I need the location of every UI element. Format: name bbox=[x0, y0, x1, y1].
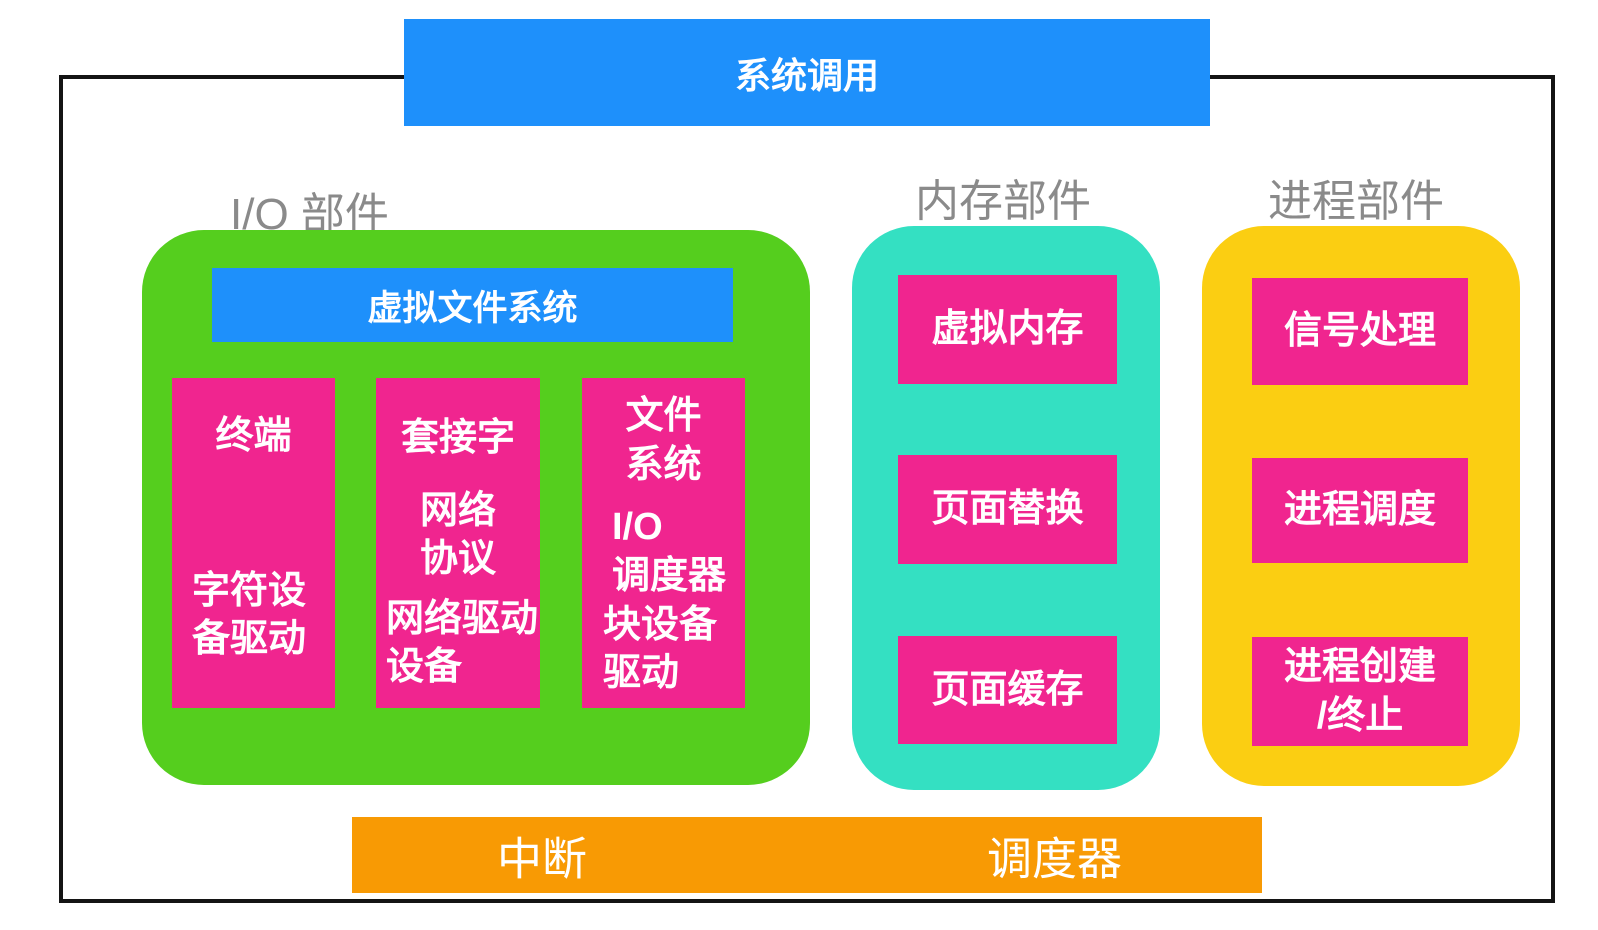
system-call-bar: 系统调用 bbox=[404, 19, 1210, 126]
memory-components-title: 内存部件 bbox=[915, 177, 1091, 226]
page-replacement-box: 页面替换 bbox=[898, 455, 1117, 564]
interrupt-scheduler-bar: 中断 调度器 bbox=[352, 817, 1262, 893]
file-system-label: 文件 系统 bbox=[625, 395, 702, 486]
scheduler-label: 调度器 bbox=[987, 833, 1123, 885]
virtual-memory-box: 虚拟内存 bbox=[898, 275, 1117, 384]
network-driver-label: 网络驱动 设备 bbox=[386, 597, 539, 689]
socket-label: 套接字 bbox=[400, 417, 515, 459]
process-create-terminate-box: 进程创建 /终止 bbox=[1252, 637, 1468, 746]
interrupt-label: 中断 bbox=[497, 833, 588, 885]
virtual-file-system-bar: 虚拟文件系统 bbox=[212, 268, 733, 342]
char-device-driver-label: 字符设 备驱动 bbox=[192, 569, 307, 661]
network-protocol-label: 网络 协议 bbox=[419, 489, 496, 581]
process-components-title: 进程部件 bbox=[1268, 177, 1444, 226]
filesystem-block-device-box: 文件 系统 I/O 调度器 块设备 驱动 bbox=[582, 378, 745, 708]
terminal-char-device-box: 终端 字符设 备驱动 bbox=[172, 378, 335, 708]
page-cache-box: 页面缓存 bbox=[898, 636, 1117, 744]
signal-handling-box: 信号处理 bbox=[1252, 278, 1468, 385]
process-scheduling-box: 进程调度 bbox=[1252, 458, 1468, 563]
socket-network-box: 套接字 网络 协议 网络驱动 设备 bbox=[376, 378, 540, 708]
io-scheduler-label: I/O 调度器 bbox=[612, 506, 727, 597]
block-device-driver-label: 块设备 驱动 bbox=[603, 603, 718, 695]
terminal-label: 终端 bbox=[215, 415, 292, 457]
virtual-file-system-label: 虚拟文件系统 bbox=[367, 288, 578, 328]
system-call-label: 系统调用 bbox=[734, 54, 879, 96]
